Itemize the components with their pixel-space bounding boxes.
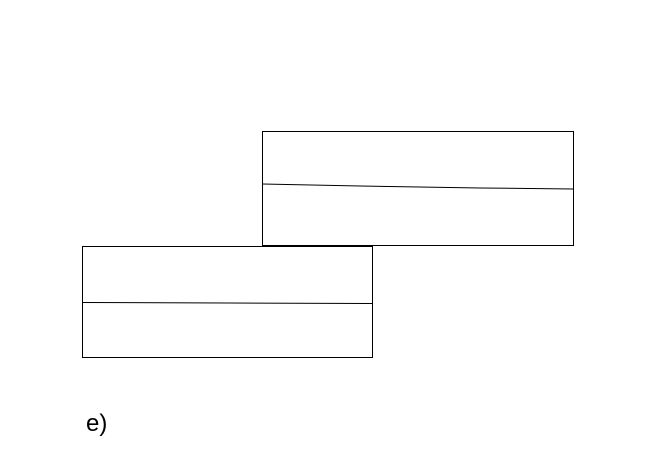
upper-right-box-divider — [262, 183, 574, 190]
lower-left-box-divider — [82, 302, 373, 304]
upper-right-box — [262, 131, 574, 246]
figure-caption: e) — [86, 410, 108, 437]
lower-left-box-outline — [82, 246, 373, 358]
lower-left-box — [82, 246, 373, 358]
